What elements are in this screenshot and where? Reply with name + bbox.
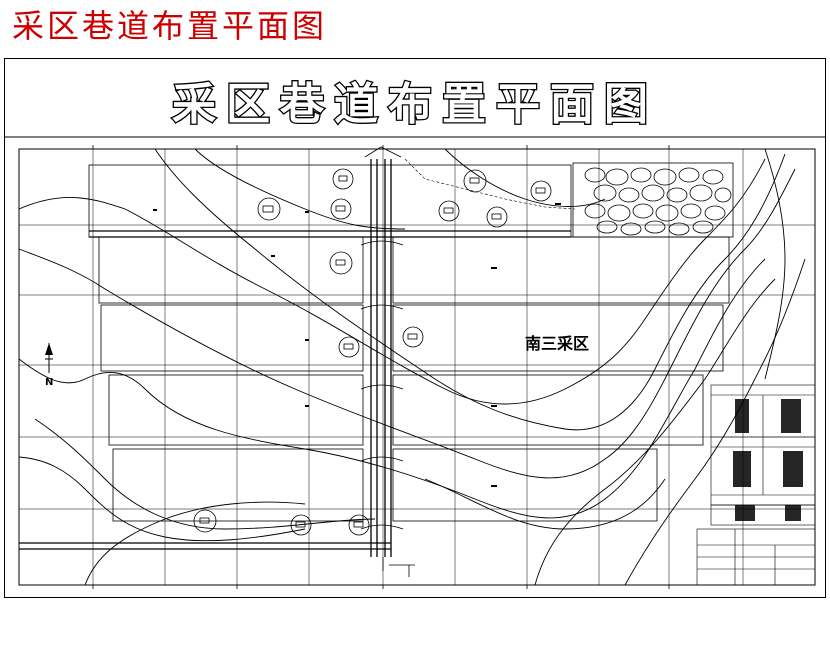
rock-fault-zone (572, 162, 734, 238)
coordinate-grid (19, 149, 815, 585)
callout-bubble (402, 326, 424, 348)
boundary-dashed-line (404, 158, 576, 210)
working-panels (88, 164, 730, 522)
title-block (696, 528, 816, 586)
callout-bubble (257, 197, 281, 221)
survey-marks (153, 203, 561, 487)
callout-bubble (290, 514, 312, 536)
page-title: 采区巷道布置平面图 (12, 7, 328, 45)
main-roadways (19, 146, 571, 577)
drawing-frame: 采区巷道布置平面图 (4, 58, 826, 598)
border-ticks (92, 145, 670, 589)
callout-bubble (530, 180, 552, 202)
callout-bubble (438, 200, 460, 222)
callout-bubble (332, 168, 354, 190)
callout-bubbles (193, 168, 552, 536)
callout-bubble (348, 514, 370, 536)
map-border (18, 148, 816, 586)
north-label: N (45, 377, 53, 388)
callout-bubble (338, 336, 360, 358)
callout-bubble (463, 169, 487, 193)
banner-title: 采区巷道布置平面图 (172, 79, 658, 130)
plan-drawing: 采区巷道布置平面图 (5, 78, 825, 589)
callout-bubble (193, 509, 217, 533)
north-arrow-icon (45, 343, 53, 373)
legend-tables (710, 384, 816, 526)
contour-lines (18, 148, 806, 586)
callout-bubble (330, 198, 352, 220)
callout-bubble (486, 206, 508, 228)
area-label: 南三采区 (525, 334, 589, 353)
callout-bubble (329, 251, 353, 275)
